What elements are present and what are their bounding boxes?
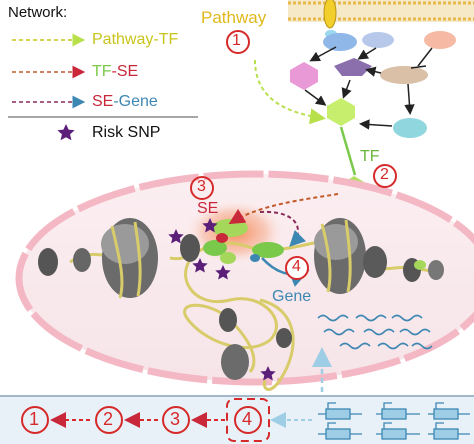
legend-se-gene-gene-part: -Gene	[113, 93, 158, 110]
legend-label-se-gene: SE-Gene	[92, 93, 158, 111]
membrane-receptor	[323, 0, 337, 29]
tf-label: TF	[360, 148, 380, 165]
pathway-to-tf-arrow	[254, 59, 326, 125]
step-circle-pathway	[226, 30, 250, 54]
legend-snp-star-icon	[57, 124, 75, 141]
legend-se-gene-se-part: SE	[92, 93, 114, 110]
gene-label: Gene	[272, 288, 312, 305]
gene-structures	[318, 402, 470, 440]
step-circle-gene	[285, 256, 309, 280]
tf-translocation-line	[339, 126, 357, 176]
workflow-steps	[21, 398, 270, 442]
legend-tf-part: TF	[92, 63, 112, 80]
legend-snp-label: Risk SNP	[92, 124, 161, 141]
workflow-step-3: 3	[170, 409, 181, 429]
chromatin-fiber	[69, 240, 441, 373]
legend-label-tf-se: TF-SE	[92, 63, 138, 81]
tf-to-se-arrow	[228, 193, 339, 225]
pathway-arrows	[304, 46, 433, 130]
mrna-transcripts	[317, 314, 433, 350]
nucleosomes	[38, 218, 444, 380]
workflow-step-2: 2	[103, 409, 114, 429]
step-number-se: 3	[197, 178, 206, 195]
se-label: SE	[197, 200, 219, 217]
step-number-pathway: 1	[232, 32, 241, 49]
step-circle-se	[190, 176, 214, 200]
step-number-gene: 4	[292, 258, 301, 275]
chromatin-loop-lower	[259, 298, 295, 391]
step-number-tf: 2	[380, 166, 389, 183]
risk-snp-stars	[168, 218, 276, 381]
workflow-step-1: 1	[29, 409, 40, 429]
enhancer-tf-complex	[203, 219, 426, 274]
step-circle-tf	[373, 164, 397, 188]
se-to-gene-arrow	[259, 210, 307, 247]
legend-title: Network:	[8, 4, 68, 21]
workflow-step-4: 4	[242, 409, 253, 429]
legend-label-pathway-tf: Pathway-TF	[92, 31, 179, 48]
pathway-proteins	[290, 31, 456, 138]
pathway-label: Pathway	[201, 8, 267, 27]
cell-membrane	[288, 0, 474, 22]
legend-se-part: -SE	[111, 63, 139, 80]
